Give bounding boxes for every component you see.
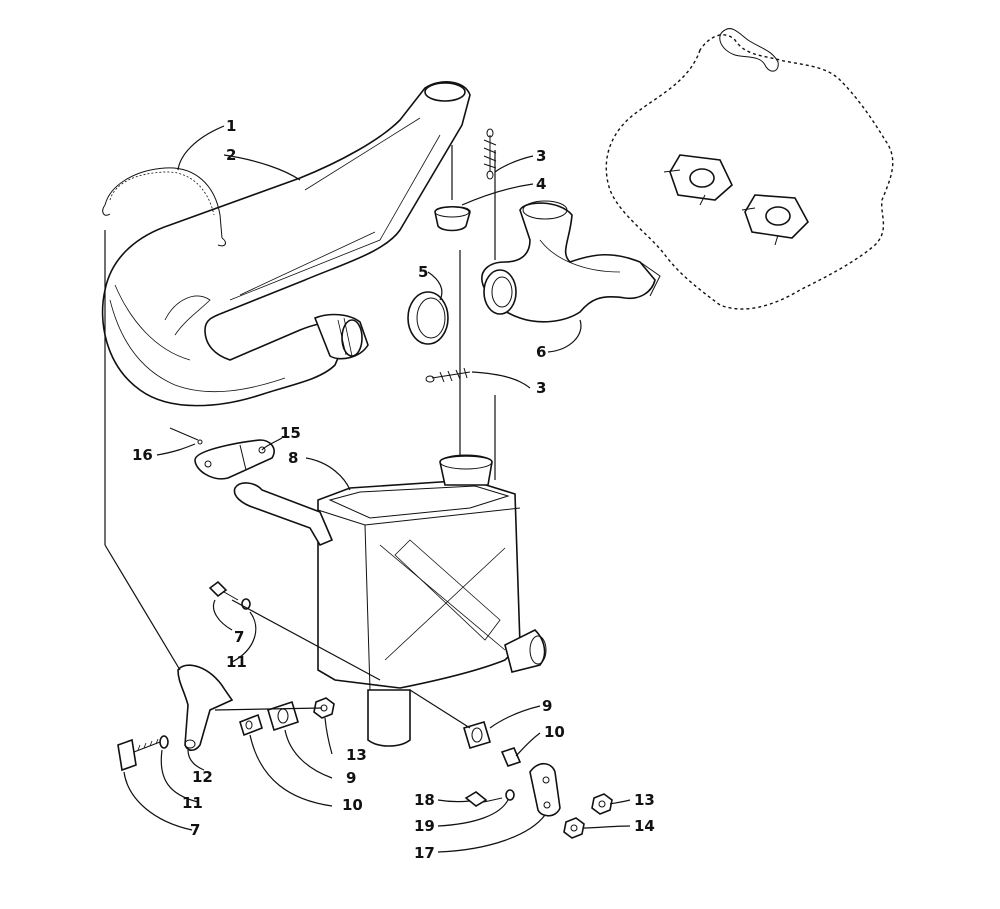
- nut-right-lower: [563, 817, 585, 839]
- bolt-right: [464, 791, 503, 807]
- bolt-upper: [208, 580, 251, 610]
- callout-labels: 1 2 3 4 5 6 3 15 16 8 7 11 9 10 13 12 9 …: [132, 117, 655, 862]
- bolt-left: [117, 738, 161, 772]
- callout-7-lower: 7: [190, 821, 200, 839]
- callout-3-upper: 3: [536, 147, 546, 165]
- callout-10-right: 10: [544, 723, 565, 741]
- callout-6: 6: [536, 343, 546, 361]
- callout-9-left: 9: [346, 769, 356, 787]
- callout-11-lower: 11: [182, 794, 203, 812]
- gasket-cup: [434, 205, 471, 232]
- nut-left: [313, 697, 335, 719]
- callout-14: 14: [634, 817, 655, 835]
- spring-upper: [483, 128, 497, 180]
- engine-outline: [605, 28, 894, 310]
- engine-exhaust-port-right: [741, 194, 809, 246]
- assembly-lines: [104, 145, 496, 729]
- washer-left: [159, 735, 169, 749]
- callout-8: 8: [288, 449, 298, 467]
- engine-exhaust-port-left: [663, 154, 733, 206]
- exhaust-manifold: [481, 200, 661, 323]
- callout-15: 15: [280, 424, 301, 442]
- callout-7-upper: 7: [234, 628, 244, 646]
- callout-11-upper: 11: [226, 653, 247, 671]
- callout-16: 16: [132, 446, 153, 464]
- callout-19: 19: [414, 817, 435, 835]
- callout-2: 2: [226, 146, 236, 164]
- muffler: [233, 454, 547, 747]
- callout-5: 5: [418, 263, 428, 281]
- mount-plate: [529, 762, 561, 817]
- callout-17: 17: [414, 844, 435, 862]
- bracket-plate: [194, 439, 275, 480]
- spacer-left: [239, 713, 263, 737]
- callout-18: 18: [414, 791, 435, 809]
- spring-strap: [102, 167, 226, 247]
- callout-10-left: 10: [342, 796, 363, 814]
- callout-12: 12: [192, 768, 213, 786]
- nut-right-upper: [591, 793, 613, 815]
- grommet-right: [463, 721, 491, 749]
- callout-9-right: 9: [542, 697, 552, 715]
- callout-1: 1: [226, 117, 236, 135]
- spacer-right: [500, 747, 522, 767]
- callout-4: 4: [536, 175, 546, 193]
- callout-13-left: 13: [346, 746, 367, 764]
- spring-lower: [425, 367, 471, 383]
- grommet-left: [267, 700, 299, 732]
- callout-13-right: 13: [634, 791, 655, 809]
- washer-right: [505, 789, 515, 801]
- bracket: [177, 664, 234, 752]
- seal-ring: [407, 291, 449, 345]
- callout-3-lower: 3: [536, 379, 546, 397]
- expansion-chamber: [101, 81, 471, 407]
- callout-leaders: [123, 125, 631, 853]
- pin: [169, 427, 203, 445]
